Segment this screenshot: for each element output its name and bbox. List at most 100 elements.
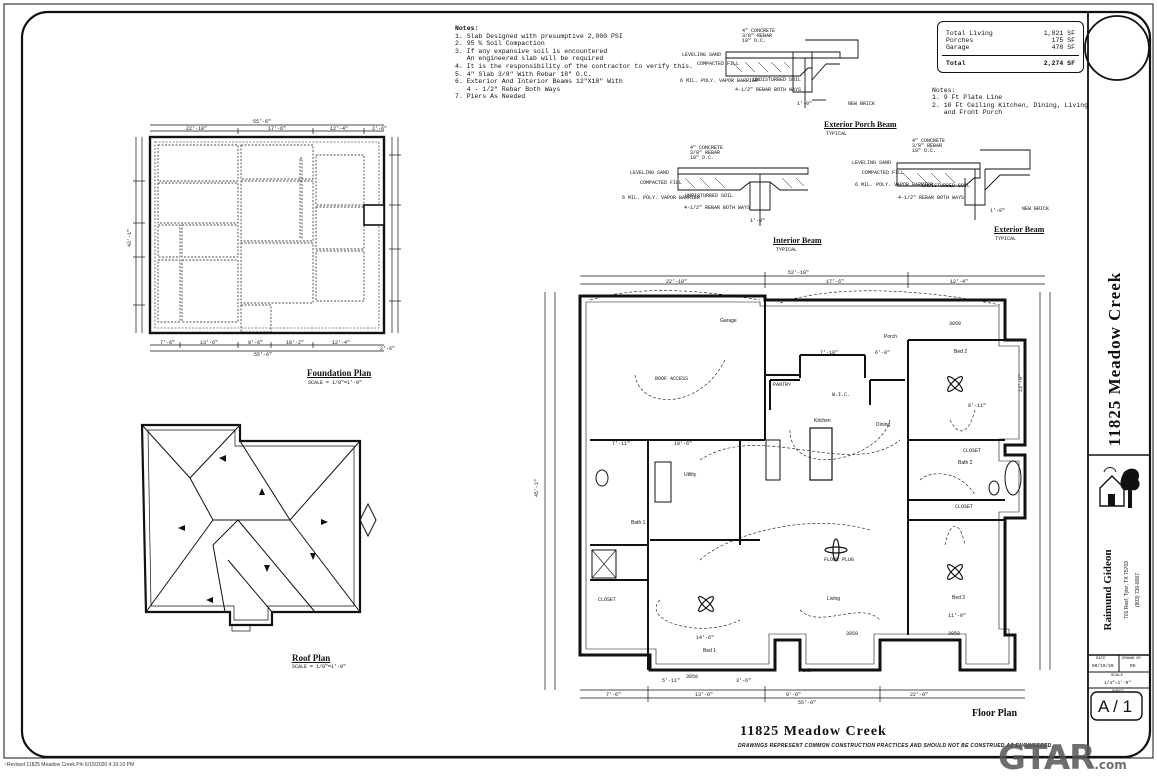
room-bed1: Bed 1: [703, 648, 717, 654]
callout-oc: 18" O.C.: [742, 38, 767, 44]
scale-value: 1/4"=1'-0": [1104, 681, 1132, 686]
callout-undisturbed: UNDISTURBED SOIL: [922, 183, 971, 189]
callout-rebar2: 4-1/2" REBAR BOTH WAYS: [684, 205, 751, 211]
foundation-top-dim: 12'-4": [330, 126, 349, 132]
callout-undisturbed: UNDISTURBED SOIL: [753, 77, 802, 83]
callout-brick: NEW BRICK: [1022, 206, 1050, 212]
detail-title-exterior-beam: Exterior Beam: [994, 225, 1045, 234]
room-roof-access: ROOF ACCESS: [655, 376, 689, 382]
company-phone: (903) 730-8007: [1135, 572, 1141, 608]
callout-poly: 6 MIL. POLY. VAPOR BARRIER: [855, 182, 934, 188]
room-dim: 6'-8": [875, 350, 891, 356]
note-line: 4. It is the responsibility of the contr…: [455, 62, 693, 70]
area-total-label: Total: [946, 60, 966, 67]
room-garage: Garage: [720, 318, 737, 324]
room-kitchen: Kitchen: [814, 418, 831, 424]
floor-top-overall: 52'-10": [788, 270, 810, 276]
window-size: 3050: [846, 631, 859, 637]
room-dim: 7'-11": [612, 441, 631, 447]
callout-rebar2: 4-1/2" REBAR BOTH WAYS: [898, 195, 965, 201]
room-living: Living: [827, 596, 841, 602]
callout-leveling: LEVELING SAND: [630, 170, 670, 176]
floor-bottom-overall: 55'-6": [798, 700, 817, 706]
foundation-top-dim: 22'-10": [186, 126, 208, 132]
company-logo: [1094, 462, 1144, 510]
floor-top-dim: 12'-4": [950, 279, 969, 285]
room-dim: 7'-10": [820, 350, 839, 356]
callout-dim: 1'-0": [990, 208, 1006, 214]
note2-line: 1. 9 Ft Plate Line: [932, 94, 1003, 102]
room-closet: CLOSET: [963, 448, 982, 454]
foundation-bottom-dim: 10'-2": [286, 340, 305, 346]
floor-left-overall: 45'-1": [534, 478, 541, 498]
room-dim: 3'-6": [736, 678, 752, 684]
callout-oc: 18" O.C.: [912, 148, 937, 154]
area-value: 478 SF: [1051, 44, 1075, 51]
floor-top-dim: 22'-10": [666, 279, 688, 285]
area-value: 1,821 SF: [1043, 30, 1075, 37]
note-line: An engineered slab will be required: [455, 55, 604, 63]
foundation-bottom-dim: 7'-6": [160, 340, 176, 346]
notes-heading: Notes:: [455, 25, 479, 32]
room-pantry: PANTRY: [773, 382, 792, 388]
sheet-number: A / 1: [1098, 697, 1133, 716]
room-dim: 10'-6": [674, 441, 693, 447]
callout-dim: 1'-0": [750, 218, 766, 224]
callout-rebar: 3/8" REBAR: [912, 143, 943, 149]
room-bed2: Bed 2: [954, 349, 968, 355]
house-tree-logo-icon: [1099, 467, 1140, 508]
callout-poly: 6 MIL. POLY. VAPOR BARRIER: [680, 78, 759, 84]
room-utility: Utility: [684, 472, 697, 478]
date-label: DATE: [1096, 657, 1106, 661]
company-phone-block: (903) 730-8007: [1118, 530, 1157, 650]
scale-label: SCALE: [1111, 674, 1124, 678]
foundation-scale: SCALE = 1/8"=1'-0": [308, 380, 363, 386]
window-size: 3050: [949, 321, 962, 327]
room-bed3: Bed 3: [952, 595, 966, 601]
area-label: Total Living: [946, 30, 993, 37]
project-name: 11825 Meadow Creek: [1105, 271, 1124, 447]
callout-concrete: 4" CONCRETE: [742, 28, 776, 34]
file-footer: ~Revised 11825 Meadow Creek.Pln 6/15/202…: [4, 762, 135, 768]
exterior-beam-detail: [896, 149, 1031, 220]
note-line: 1. Slab Designed with presumptive 2,000 …: [455, 32, 623, 40]
area-label: Garage: [946, 44, 970, 51]
note-line: 5. 4" Slab 3/8" With Rebar 18" O.C.: [455, 70, 592, 78]
room-bath1: Bath 1: [631, 520, 646, 526]
room-dim: 8'-11": [968, 403, 987, 409]
callout-dim: 1'-0": [797, 101, 813, 107]
ceiling-notes: Notes: 1. 9 Ft Plate Line 2. 10 Ft Ceili…: [932, 87, 1088, 117]
room-floor-plug: FLOOR PLUG: [824, 557, 855, 563]
window-size: 3050: [686, 674, 699, 680]
floor-bottom-dim: 9'-6": [786, 692, 802, 698]
floor-plan-drawing: [544, 272, 1051, 702]
foundation-left-overall: 42'-1": [127, 228, 134, 248]
roof-scale: SCALE = 1/8"=1'-0": [292, 664, 347, 670]
area-divider: [942, 55, 1079, 56]
floor-bottom-dim: 7'-6": [606, 692, 622, 698]
foundation-overall-dim: 55'-6": [253, 119, 272, 125]
detail-title-interior-beam: Interior Beam: [773, 236, 822, 245]
room-dim: 13'-0": [1018, 373, 1025, 393]
note-line: 6. Exterior And Interior Beams 12"X18" W…: [455, 78, 623, 86]
construction-notes: Notes: 1. Slab Designed with presumptive…: [455, 25, 693, 101]
foundation-bottom-overall: 55'-6": [254, 352, 273, 358]
watermark-main: GTAR: [998, 738, 1095, 778]
area-total-value: 2,274 SF: [1043, 60, 1075, 67]
date-value: 06/10/20: [1092, 664, 1114, 669]
room-dining: Dining: [876, 422, 891, 428]
note2-line: 2. 10 Ft Ceiling Kitchen, Dining, Living: [932, 101, 1089, 109]
floor-bottom-dim: 22'-6": [910, 692, 929, 698]
roof-plan-drawing: [140, 423, 377, 632]
drawn-by-value: RH: [1130, 664, 1136, 669]
window-size: 3050: [948, 631, 961, 637]
drawn-by-label: DRAWN BY: [1122, 657, 1142, 661]
room-dim: 5'-11": [662, 678, 681, 684]
notes2-heading: Notes:: [932, 87, 956, 94]
note2-line: and Front Porch: [932, 109, 1003, 117]
callout-rebar2: 4-1/2" REBAR BOTH WAYS: [735, 87, 802, 93]
title-block-project: 11825 Meadow Creek: [1098, 264, 1132, 454]
foundation-plan-drawing: [133, 124, 401, 352]
room-porch-top: Porch: [884, 334, 898, 340]
